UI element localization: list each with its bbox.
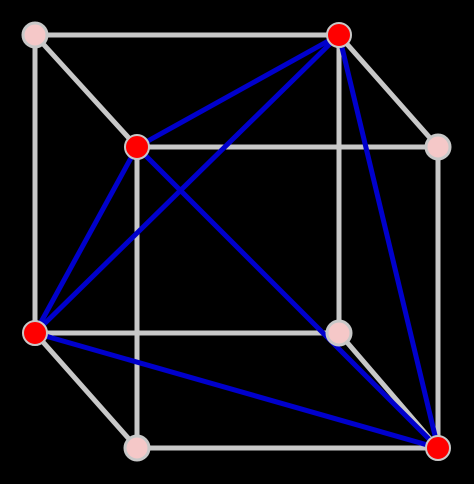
- tetrahedron-vertices: [22, 22, 451, 461]
- tetrahedron-edge: [134, 144, 441, 451]
- other-vertices: [21, 21, 452, 462]
- tetrahedron-edge: [134, 32, 342, 150]
- vertex-pale: [21, 21, 49, 49]
- vertex-pale: [424, 133, 452, 161]
- vertex-pale: [123, 434, 151, 462]
- tetrahedron-edge: [32, 32, 342, 336]
- tetrahedron-edge: [336, 32, 441, 451]
- tetrahedron-edge: [32, 330, 441, 451]
- cube-edges: [32, 32, 441, 451]
- cube-edge: [32, 330, 140, 451]
- vertex-red: [326, 22, 352, 48]
- vertex-red: [22, 320, 48, 346]
- tetrahedron-edges: [32, 32, 441, 451]
- vertex-red: [124, 134, 150, 160]
- cube-edge: [336, 32, 441, 150]
- cube-edge: [32, 32, 140, 150]
- vertex-red: [425, 435, 451, 461]
- tetrahedron-edge: [32, 144, 140, 336]
- vertex-pale: [325, 319, 353, 347]
